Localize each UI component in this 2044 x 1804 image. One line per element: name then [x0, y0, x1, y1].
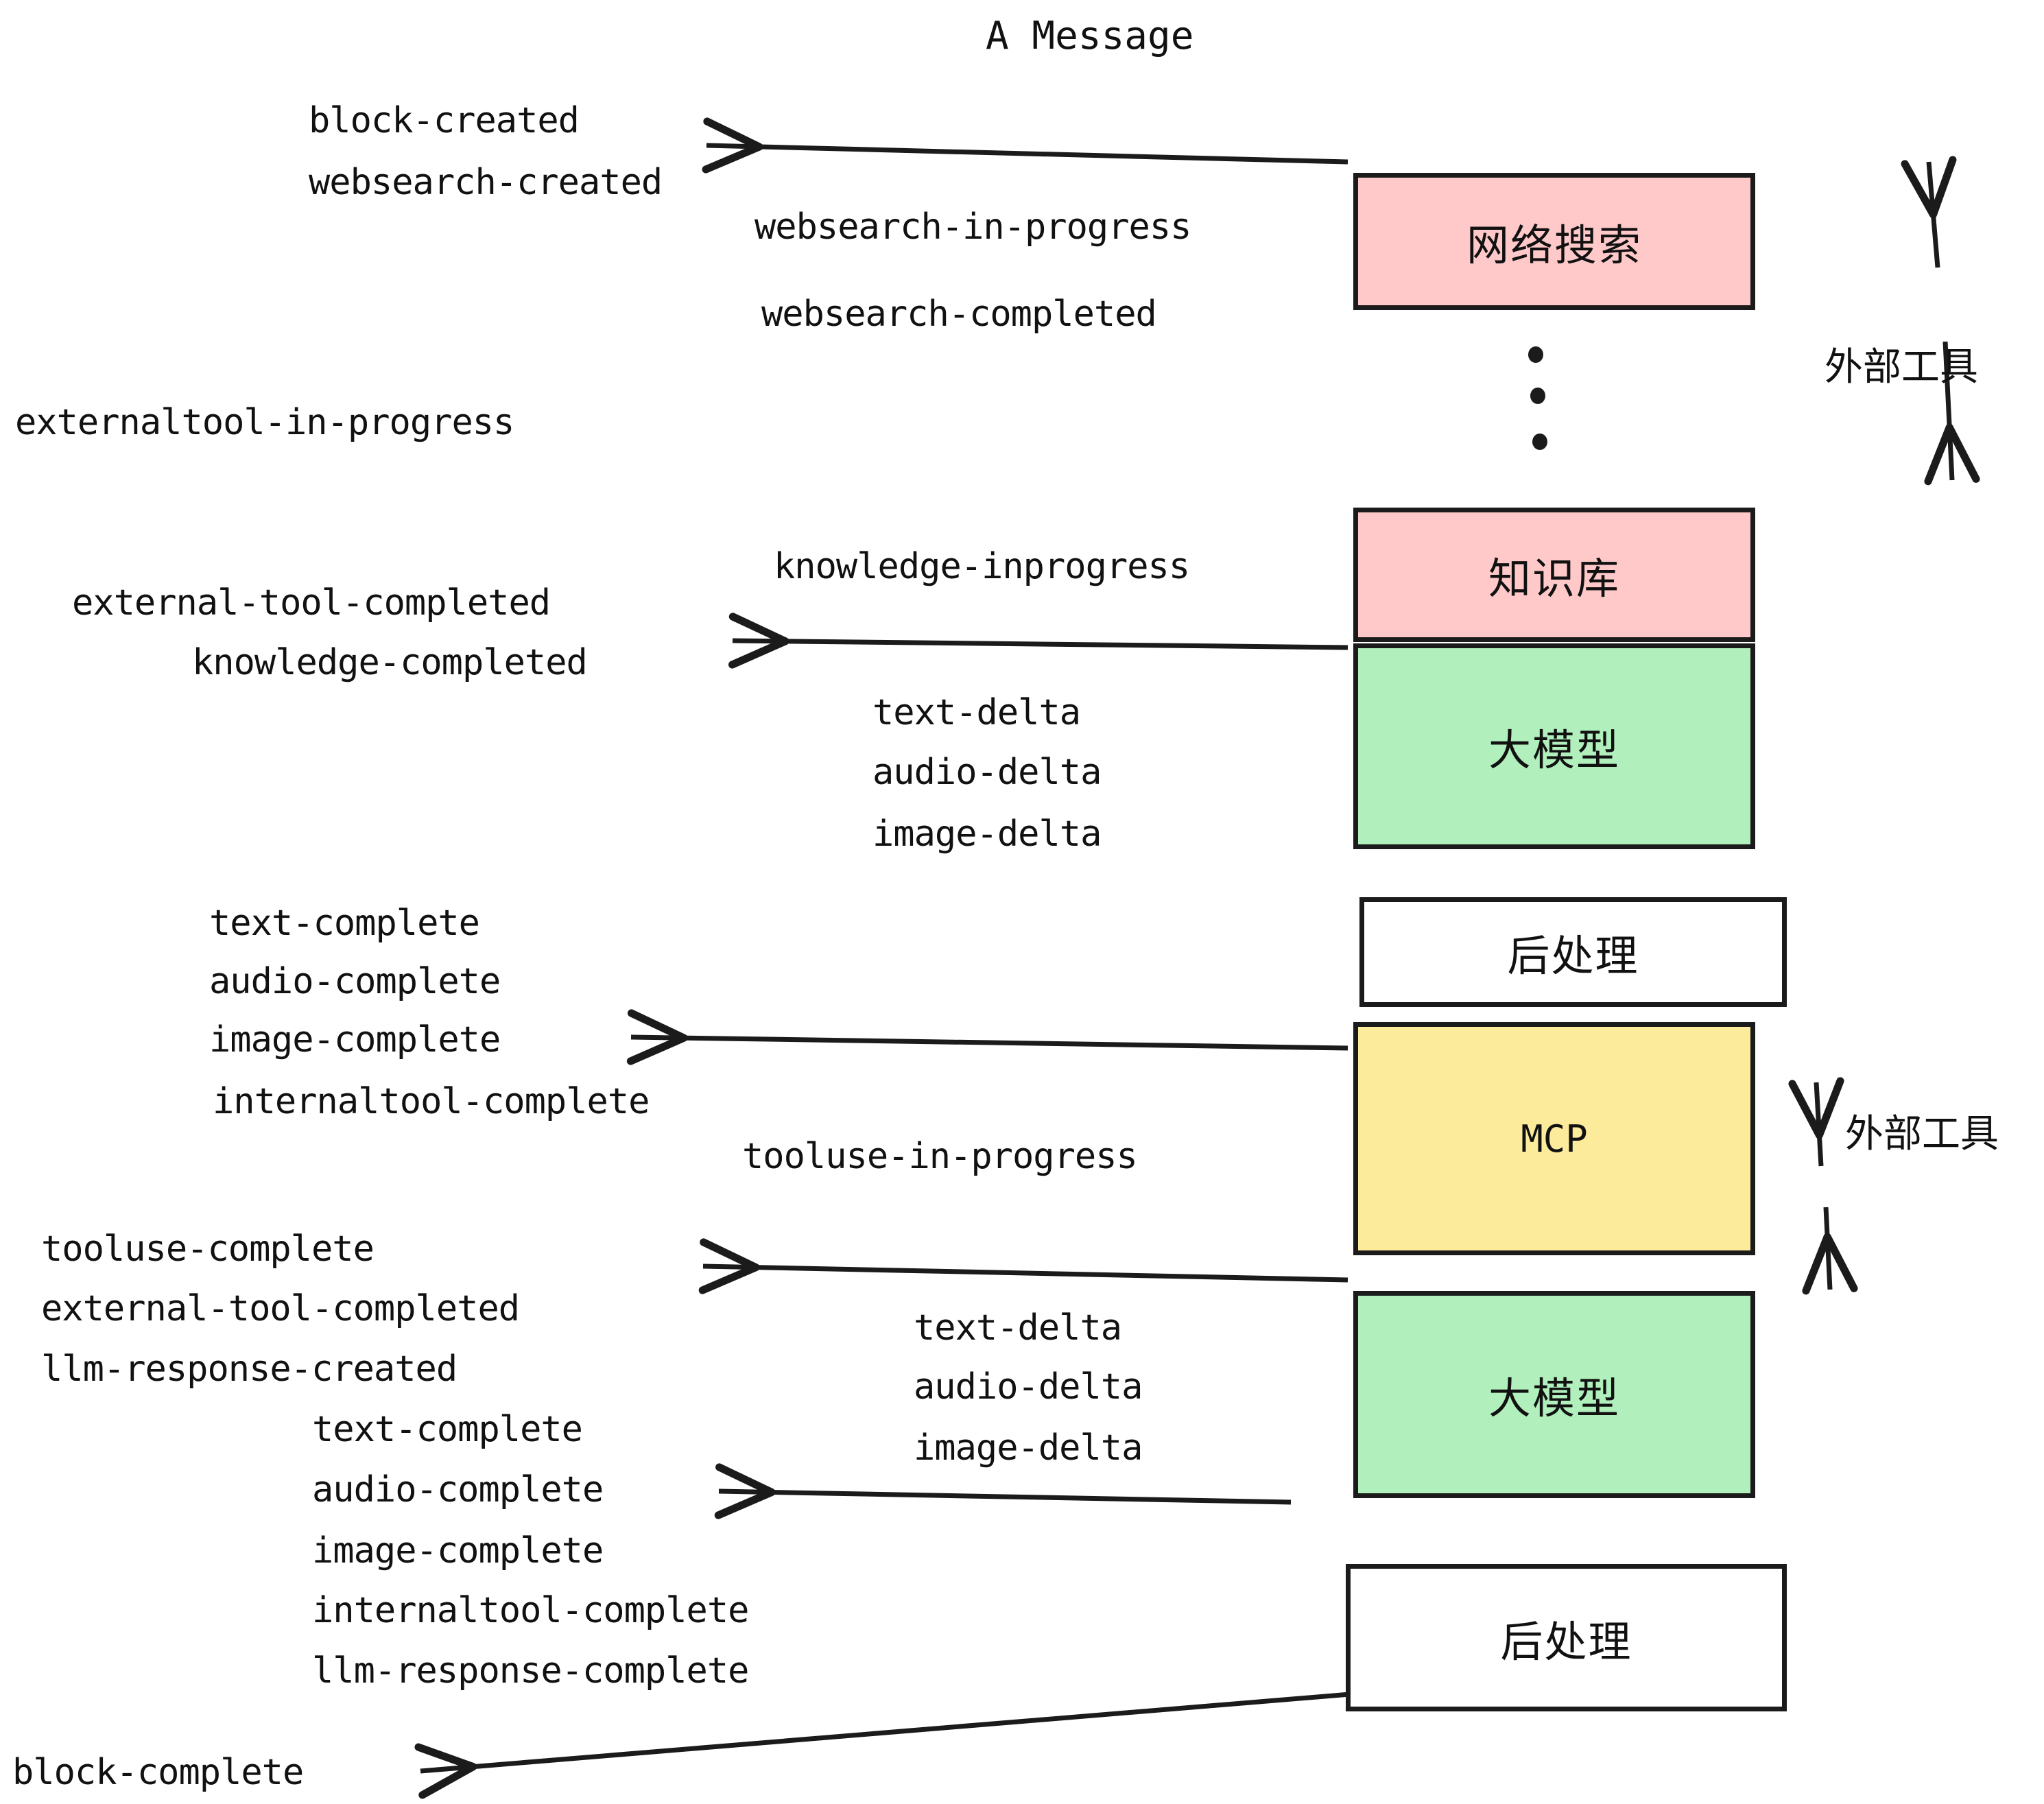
- event-external-tool-completed-1: external-tool-completed: [72, 582, 551, 624]
- event-audio-complete-2: audio-complete: [312, 1469, 604, 1510]
- event-internaltool-complete-2: internaltool-complete: [312, 1590, 749, 1631]
- event-llm-response-created: llm-response-created: [41, 1349, 457, 1390]
- event-websearch-created: websearch-created: [309, 162, 663, 203]
- ellipsis-dot-3: [1532, 434, 1547, 450]
- event-llm-response-complete: llm-response-complete: [312, 1650, 749, 1692]
- event-text-complete-1: text-complete: [209, 903, 480, 944]
- event-audio-delta-2: audio-delta: [914, 1366, 1143, 1408]
- event-image-delta-2: image-delta: [914, 1427, 1143, 1469]
- event-text-delta-2: text-delta: [914, 1307, 1122, 1349]
- event-image-complete-1: image-complete: [209, 1019, 501, 1060]
- node-llm-2-label: 大模型: [1488, 1373, 1620, 1423]
- node-mcp-label: MCP: [1521, 1117, 1588, 1161]
- event-external-tool-completed-2: external-tool-completed: [41, 1288, 520, 1329]
- node-knowledge-base-label: 知识库: [1488, 554, 1620, 604]
- event-image-delta-1: image-delta: [872, 814, 1102, 855]
- side-label-external-tools-2: 外部工具: [1845, 1112, 1999, 1156]
- node-post-process-1[interactable]: 后处理: [1359, 897, 1787, 1007]
- side-label-external-tools-1: 外部工具: [1825, 345, 1978, 390]
- node-post-process-2-label: 后处理: [1500, 1616, 1632, 1667]
- event-internaltool-complete-1: internaltool-complete: [213, 1081, 650, 1122]
- arrow-external-tools-up-2: [1788, 1077, 1844, 1167]
- event-knowledge-inprogress: knowledge-inprogress: [774, 546, 1190, 587]
- node-mcp[interactable]: MCP: [1353, 1022, 1755, 1255]
- event-tooluse-in-progress: tooluse-in-progress: [742, 1136, 1138, 1177]
- event-text-delta-1: text-delta: [872, 692, 1081, 733]
- ellipsis-dot-2: [1530, 388, 1545, 404]
- node-web-search[interactable]: 网络搜索: [1353, 173, 1755, 310]
- event-audio-complete-1: audio-complete: [209, 961, 501, 1002]
- event-knowledge-completed: knowledge-completed: [192, 642, 588, 683]
- event-text-complete-2: text-complete: [312, 1409, 583, 1450]
- arrow-knowledge-to-completed: [728, 613, 1348, 669]
- event-tooluse-complete: tooluse-complete: [41, 1229, 375, 1270]
- arrow-websearch-to-block: [702, 117, 1348, 174]
- event-websearch-in-progress: websearch-in-progress: [754, 206, 1191, 248]
- event-externaltool-in-progress: externaltool-in-progress: [15, 402, 514, 443]
- event-block-created: block-created: [309, 100, 580, 141]
- arrow-external-tools-down-2: [1802, 1207, 1858, 1295]
- ellipsis-dot-1: [1528, 346, 1543, 363]
- node-post-process-2[interactable]: 后处理: [1346, 1564, 1787, 1711]
- event-websearch-completed: websearch-completed: [761, 294, 1157, 335]
- arrow-post2-to-block-complete: [414, 1692, 1351, 1799]
- diagram-title: A Message: [986, 14, 1194, 58]
- node-post-process-1-label: 后处理: [1507, 931, 1639, 981]
- node-llm-1[interactable]: 大模型: [1353, 643, 1755, 849]
- arrow-external-tools-up-1: [1901, 156, 1957, 268]
- node-llm-1-label: 大模型: [1488, 725, 1620, 775]
- node-web-search-label: 网络搜索: [1466, 220, 1642, 270]
- node-llm-2[interactable]: 大模型: [1353, 1291, 1755, 1498]
- event-image-complete-2: image-complete: [312, 1530, 604, 1571]
- arrow-llm2-to-audio-complete: [714, 1463, 1292, 1519]
- arrow-post1-to-image-complete: [626, 1009, 1348, 1065]
- node-knowledge-base[interactable]: 知识库: [1353, 508, 1755, 642]
- event-audio-delta-1: audio-delta: [872, 752, 1102, 793]
- event-block-complete: block-complete: [12, 1752, 304, 1793]
- arrow-mcp-to-tooluse-complete: [698, 1238, 1348, 1294]
